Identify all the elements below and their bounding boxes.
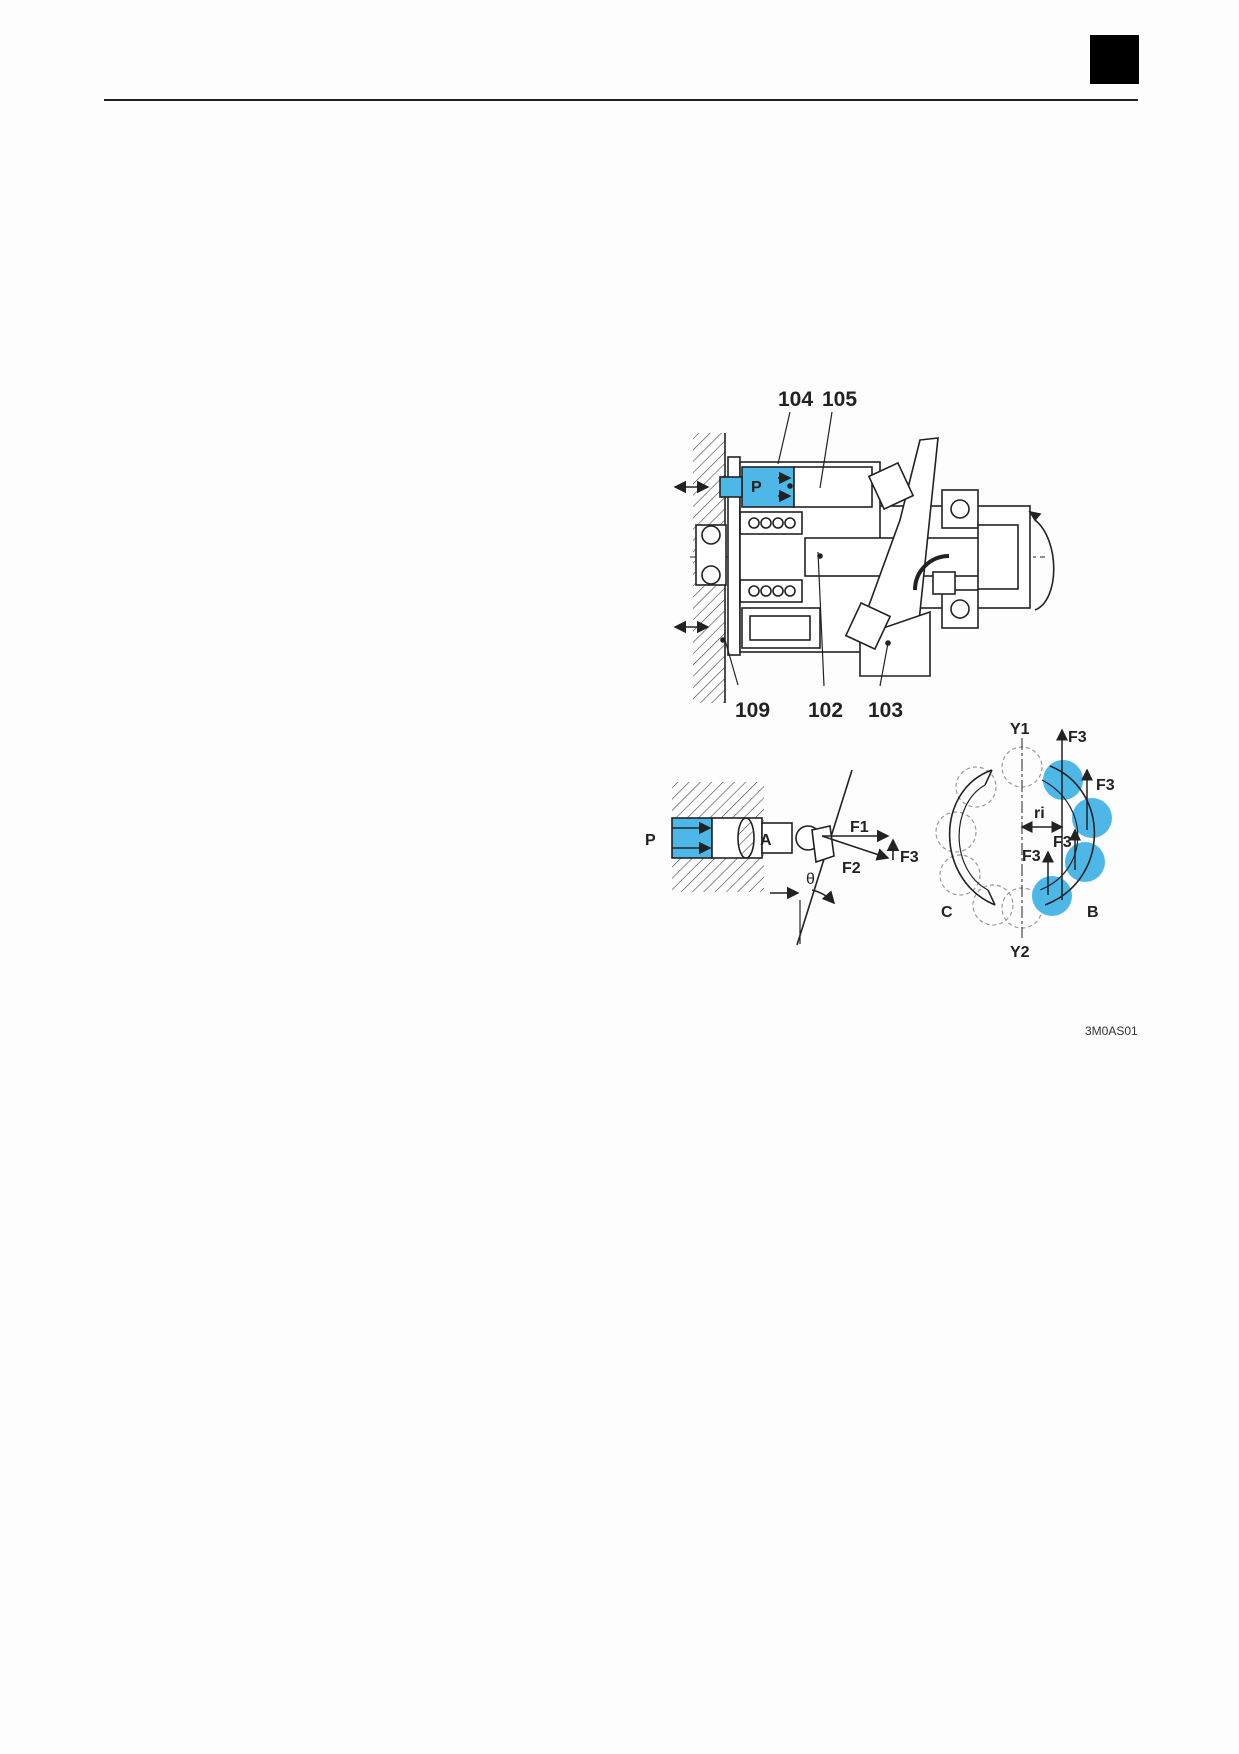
axis-y1-label: Y1 [1010,721,1030,738]
area-label: A [760,832,772,849]
piston-force-drawing [671,769,900,946]
ring-force-f3-top: F3 [1068,729,1087,746]
ring-force-f3-right: F3 [1096,777,1115,794]
ring-force-f3-mid: F3 [1053,834,1072,851]
angle-theta-label: θ [806,871,815,888]
part-label-109: 109 [735,699,770,722]
force-f1-label: F1 [850,819,869,836]
point-b-label: B [1087,904,1099,921]
motor-section-drawing [673,411,1055,703]
ring-force-f3-left: F3 [1022,848,1041,865]
pressure-label-top: P [751,479,762,496]
part-label-102: 102 [808,699,843,722]
brake-piston-pressure-area [741,466,795,508]
figure-code: 3M0AS01 [1085,1024,1138,1038]
part-label-104: 104 [778,388,813,411]
cylinder-ring-drawing [935,728,1112,938]
page-index-tab [1090,35,1139,84]
pressure-label-piston: P [645,832,656,849]
force-f3-label: F3 [900,849,919,866]
point-c-label: C [941,904,953,921]
part-label-103: 103 [868,699,903,722]
radius-ri-label: ri [1034,805,1045,822]
header-rule [104,99,1138,101]
force-f2-label: F2 [842,860,861,877]
part-label-105: 105 [822,388,857,411]
axis-y2-label: Y2 [1010,944,1030,961]
